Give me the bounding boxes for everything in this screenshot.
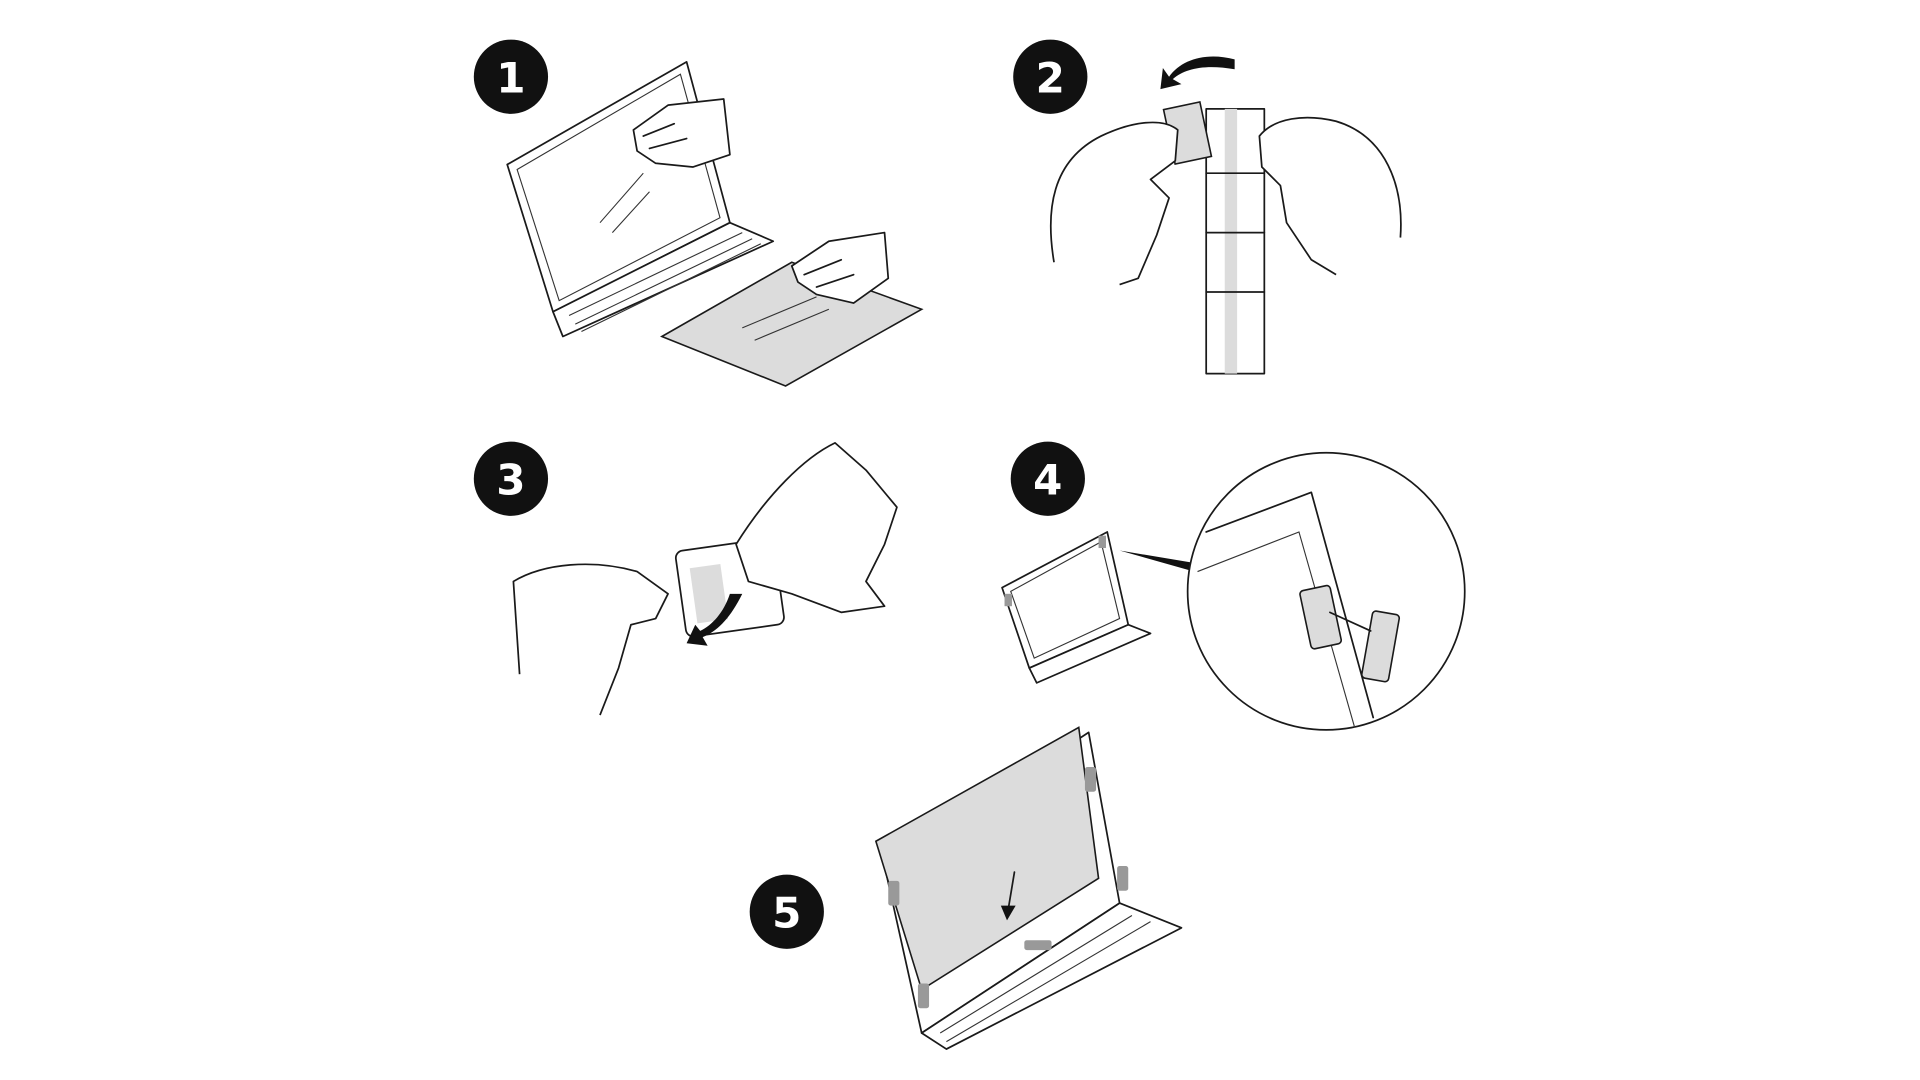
left-hand: [1049, 121, 1179, 286]
hand-wiping-cloth: [790, 231, 890, 304]
step-number-2: 2: [1036, 53, 1065, 102]
small-laptop: [1001, 531, 1152, 684]
hand-wiping-screen: [632, 98, 731, 168]
right-hand: [1258, 116, 1402, 276]
step-number-5: 5: [772, 888, 801, 937]
step-4: 4: [1001, 441, 1466, 731]
peel-arrow-icon: [686, 593, 743, 646]
adhesive-tab: [888, 880, 900, 906]
step-5: 5: [749, 726, 1183, 1050]
adhesive-tab: [917, 983, 930, 1009]
step-badge-3: [473, 441, 549, 516]
step-badge-4: [1010, 441, 1085, 516]
rotate-arrow-icon: [1160, 56, 1235, 90]
cloth-wipe-lines: [742, 296, 830, 341]
step-badge-1: [473, 39, 549, 114]
privacy-filter: [874, 726, 1100, 991]
step-3: 3: [473, 441, 898, 716]
laptop-with-filter: [874, 726, 1183, 1050]
adhesive-tab-strip: [1162, 100, 1266, 375]
step-number-1: 1: [496, 53, 525, 102]
step-badge-5: [749, 874, 824, 949]
down-arrow-icon: [1007, 871, 1016, 911]
down-arrow-head: [1000, 905, 1016, 921]
adhesive-tab: [1117, 865, 1129, 891]
left-hand: [512, 563, 669, 716]
zoomed-detail-circle: [1186, 451, 1466, 731]
step-2: 2: [1013, 39, 1402, 375]
step-number-3: 3: [496, 455, 525, 504]
right-hand: [735, 442, 898, 614]
step-badge-2: [1013, 39, 1088, 114]
step-1: 1: [473, 39, 924, 387]
zoom-pointer: [1119, 550, 1194, 572]
step-number-4: 4: [1033, 455, 1062, 504]
adhesive-tab: [1024, 940, 1052, 951]
adhesive-tab: [1084, 767, 1097, 792]
